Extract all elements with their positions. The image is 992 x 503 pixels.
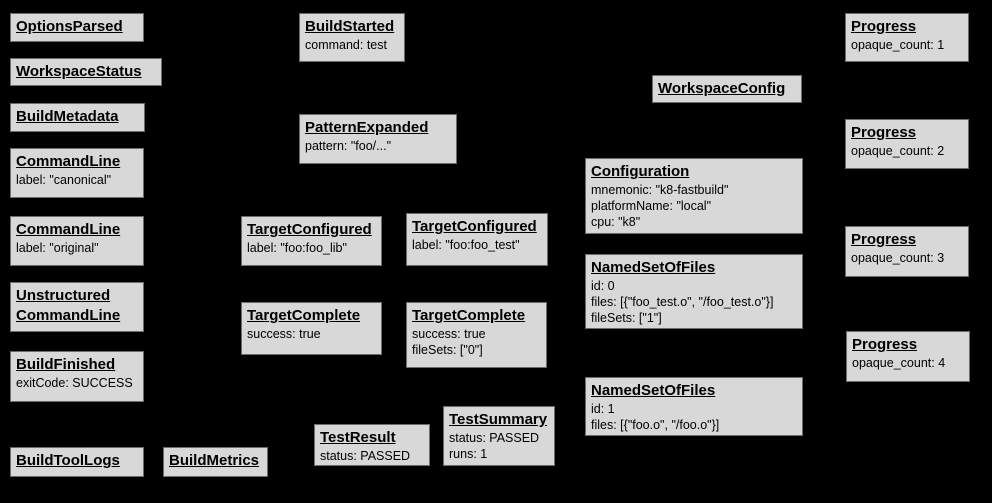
node-options-parsed: OptionsParsed [10, 13, 144, 42]
node-named-set-of-files-1: NamedSetOfFiles id: 1 files: [{"foo.o", … [585, 377, 803, 436]
node-title: BuildMetadata [16, 108, 119, 125]
node-field: label: "foo:foo_lib" [247, 241, 347, 255]
node-field: fileSets: ["0"] [412, 343, 483, 357]
node-title: Configuration [591, 163, 690, 180]
node-target-configured-lib: TargetConfigured label: "foo:foo_lib" [241, 216, 382, 266]
node-title: Progress [851, 18, 917, 35]
node-field: success: true [412, 327, 486, 341]
node-title: BuildToolLogs [16, 452, 120, 469]
node-field: files: [{"foo_test.o", "/foo_test.o"}] [591, 295, 774, 309]
node-title: TargetComplete [412, 307, 526, 324]
node-field: label: "foo:foo_test" [412, 238, 520, 252]
node-title: TestSummary [449, 411, 548, 428]
node-test-summary: TestSummary status: PASSED runs: 1 [443, 406, 555, 466]
node-build-started: BuildStarted command: test [299, 13, 405, 62]
node-progress-2: Progress opaque_count: 2 [845, 119, 969, 169]
node-title: BuildFinished [16, 356, 116, 373]
node-field: runs: 1 [449, 447, 488, 461]
node-command-line-original: CommandLine label: "original" [10, 216, 144, 266]
node-title: TargetConfigured [247, 221, 372, 238]
node-field: exitCode: SUCCESS [16, 376, 133, 390]
node-workspace-status: WorkspaceStatus [10, 58, 162, 86]
node-progress-3: Progress opaque_count: 3 [845, 226, 969, 277]
node-unstructured-command-line: Unstructured CommandLine [10, 282, 144, 332]
node-test-result: TestResult status: PASSED [314, 424, 430, 466]
node-command-line-canonical: CommandLine label: "canonical" [10, 148, 144, 198]
node-title: OptionsParsed [16, 18, 123, 35]
node-title: Unstructured [16, 287, 111, 304]
node-title: BuildStarted [305, 18, 395, 35]
node-title: WorkspaceConfig [658, 80, 786, 97]
node-field: mnemonic: "k8-fastbuild" [591, 183, 729, 197]
node-title: CommandLine [16, 153, 121, 170]
node-field: opaque_count: 3 [851, 251, 945, 265]
node-target-complete-test: TargetComplete success: true fileSets: [… [406, 302, 547, 368]
node-field: label: "canonical" [16, 173, 112, 187]
node-field: opaque_count: 4 [852, 356, 946, 370]
node-configuration: Configuration mnemonic: "k8-fastbuild" p… [585, 158, 803, 234]
node-title: Progress [851, 124, 917, 141]
node-field: command: test [305, 38, 387, 52]
node-build-tool-logs: BuildToolLogs [10, 447, 144, 477]
node-progress-4: Progress opaque_count: 4 [846, 331, 970, 382]
node-title: TestResult [320, 429, 396, 446]
node-field: id: 0 [591, 279, 615, 293]
node-title: BuildMetrics [169, 452, 260, 469]
node-title: Progress [852, 336, 918, 353]
node-title: TargetComplete [247, 307, 361, 324]
node-workspace-config: WorkspaceConfig [652, 75, 802, 103]
node-field: platformName: "local" [591, 199, 712, 213]
node-title-line2: CommandLine [16, 307, 121, 324]
node-build-metrics: BuildMetrics [163, 447, 268, 477]
node-field: cpu: "k8" [591, 215, 641, 229]
node-title: CommandLine [16, 221, 121, 238]
node-field: pattern: "foo/..." [305, 139, 392, 153]
node-field: status: PASSED [449, 431, 540, 445]
node-field: status: PASSED [320, 449, 411, 463]
node-title: WorkspaceStatus [16, 63, 142, 80]
node-target-complete-lib: TargetComplete success: true [241, 302, 382, 355]
node-target-configured-test: TargetConfigured label: "foo:foo_test" [406, 213, 548, 266]
node-build-metadata: BuildMetadata [10, 103, 145, 132]
node-title: Progress [851, 231, 917, 248]
node-title: NamedSetOfFiles [591, 382, 716, 399]
node-field: success: true [247, 327, 321, 341]
node-named-set-of-files-0: NamedSetOfFiles id: 0 files: [{"foo_test… [585, 254, 803, 329]
node-progress-1: Progress opaque_count: 1 [845, 13, 969, 62]
node-field: files: [{"foo.o", "/foo.o"}] [591, 418, 720, 432]
node-field: fileSets: ["1"] [591, 311, 662, 325]
node-field: id: 1 [591, 402, 615, 416]
node-title: NamedSetOfFiles [591, 259, 716, 276]
node-field: opaque_count: 1 [851, 38, 945, 52]
node-pattern-expanded: PatternExpanded pattern: "foo/..." [299, 114, 457, 164]
node-field: opaque_count: 2 [851, 144, 945, 158]
node-build-finished: BuildFinished exitCode: SUCCESS [10, 351, 144, 402]
node-title: TargetConfigured [412, 218, 537, 235]
node-title: PatternExpanded [305, 119, 429, 136]
node-field: label: "original" [16, 241, 99, 255]
